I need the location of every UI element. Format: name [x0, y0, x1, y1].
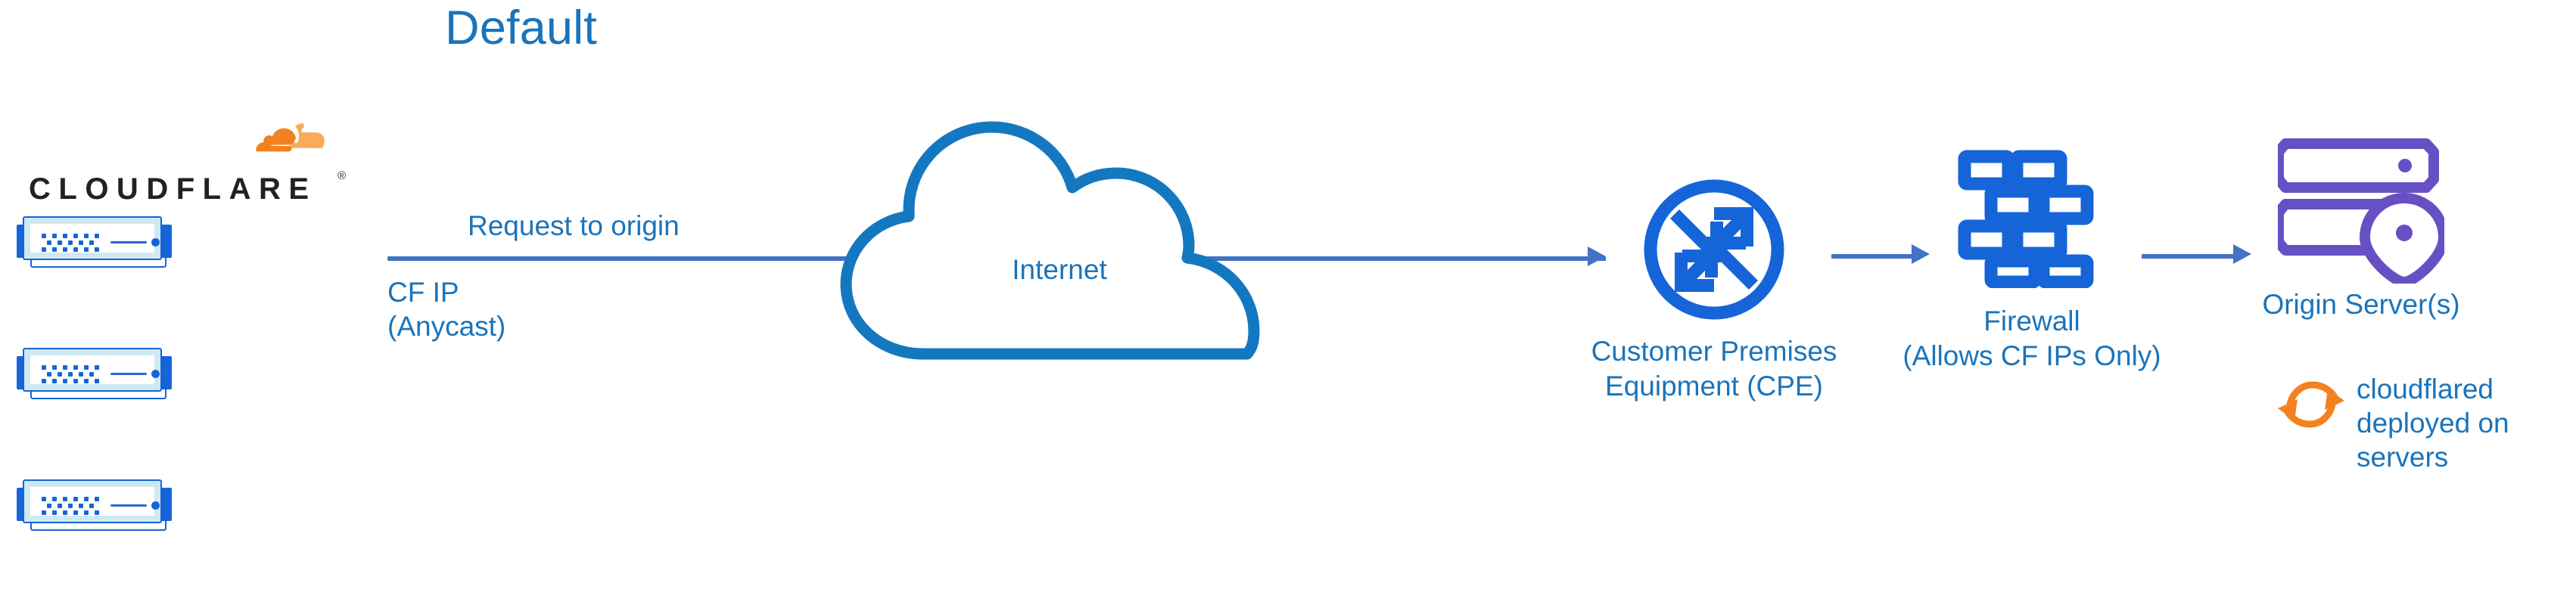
flow-arrowhead-to-cpe — [1588, 247, 1606, 266]
server-rack-location-icon — [2278, 138, 2444, 284]
server-right-tab — [160, 356, 172, 389]
server-faceplate — [30, 355, 160, 384]
server-right-tab — [160, 488, 172, 521]
cloudflared-annotation: cloudflared deployed on servers — [2278, 372, 2573, 508]
sync-arrows-icon — [2278, 381, 2344, 428]
server-chassis — [23, 479, 162, 523]
brick-wall-icon — [1958, 150, 2094, 288]
cloudflare-wordmark: CLOUDFLARE — [29, 172, 317, 206]
page-title: Default — [445, 2, 598, 54]
cpe-label: Customer Premises Equipment (CPE) — [1582, 334, 1846, 403]
cloudflared-note-line-1: cloudflared — [2357, 374, 2494, 405]
firewall-label-line-1: Firewall — [1983, 305, 2080, 336]
server-power-led — [151, 501, 160, 510]
server-power-led — [151, 238, 160, 247]
cloudflare-logo: CLOUDFLARE ® — [29, 113, 347, 210]
origin-server-label: Origin Server(s) — [2251, 287, 2471, 322]
cf-ip-line-2: (Anycast) — [387, 311, 506, 343]
cpe-node: Customer Premises Equipment (CPE) — [1591, 174, 1837, 416]
server-status-bar — [110, 504, 147, 507]
cloudflare-cloud-icon — [256, 123, 325, 152]
server-status-bar — [110, 373, 147, 375]
cpe-label-line-2: Equipment (CPE) — [1605, 370, 1823, 402]
flow-line-firewall-to-origin — [2142, 254, 2236, 259]
internet-label: Internet — [1012, 254, 1107, 285]
cloudflared-note-line-2: deployed on — [2357, 408, 2509, 439]
cloudflare-registered-mark: ® — [338, 169, 347, 182]
router-icon — [1644, 179, 1784, 320]
cloud-icon — [840, 121, 1260, 360]
cloudflared-note-line-3: servers — [2357, 442, 2449, 473]
firewall-label-line-2: (Allows CF IPs Only) — [1902, 340, 2161, 371]
cloudflare-server-3 — [17, 479, 172, 532]
server-status-bar — [110, 241, 147, 243]
server-faceplate — [30, 487, 160, 516]
origin-server-node: Origin Server(s) — [2262, 136, 2460, 386]
firewall-label: Firewall (Allows CF IPs Only) — [1865, 304, 2198, 373]
server-vent-dots-icon — [42, 497, 99, 515]
internet-node: Internet — [832, 113, 1286, 363]
server-faceplate — [30, 224, 160, 253]
server-chassis — [23, 216, 162, 260]
server-right-tab — [160, 225, 172, 258]
flow-arrowhead-to-origin — [2233, 244, 2251, 264]
cloudflare-server-2 — [17, 348, 172, 401]
server-chassis — [23, 348, 162, 392]
flow-line-cpe-to-firewall — [1831, 254, 1915, 259]
server-power-led — [151, 370, 160, 378]
server-vent-dots-icon — [42, 234, 99, 252]
flow-arrowhead-to-firewall — [1912, 244, 1930, 264]
request-to-origin-label: Request to origin — [468, 210, 680, 241]
cloudflared-note-text: cloudflared deployed on servers — [2357, 372, 2509, 474]
cf-ip-line-1: CF IP — [387, 277, 459, 308]
firewall-node: Firewall (Allows CF IPs Only) — [1902, 144, 2161, 386]
cf-ip-anycast-label: CF IP (Anycast) — [387, 275, 506, 343]
origin-server-label-line-1: Origin Server(s) — [2262, 289, 2460, 320]
server-vent-dots-icon — [42, 365, 99, 383]
cpe-label-line-1: Customer Premises — [1591, 336, 1837, 367]
cloudflare-server-1 — [17, 216, 172, 269]
